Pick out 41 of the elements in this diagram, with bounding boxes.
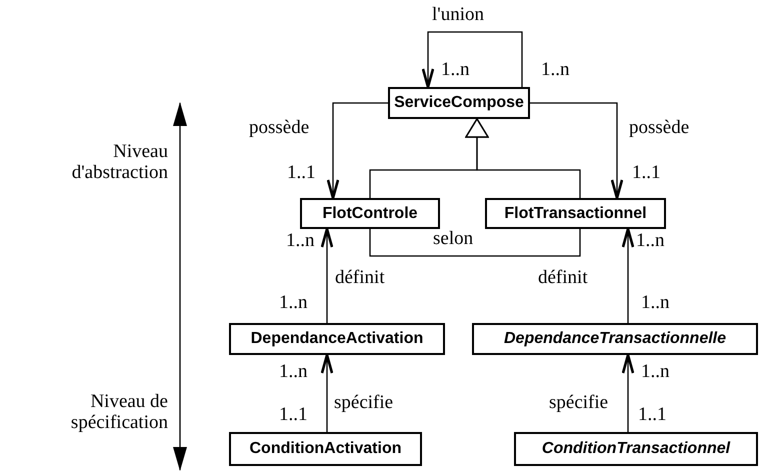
class-box (388, 87, 530, 119)
multiplicity-label: 1..n (441, 60, 470, 81)
class-box (300, 198, 440, 229)
association-arrow (422, 31, 523, 88)
class-name: FlotControle (322, 204, 418, 222)
multiplicity-label: 1..n (286, 231, 314, 252)
class-name: DependanceTransactionnelle (504, 330, 726, 348)
association-arrow (326, 102, 388, 200)
edge-label: possède (248, 118, 310, 139)
multiplicity-label: 1..n (641, 362, 670, 383)
association-arrow (622, 354, 634, 432)
edge-label: spécifie (548, 393, 610, 414)
class-name: ServiceCompose (394, 94, 524, 112)
class-box (485, 198, 666, 229)
edge-label: spécifie (333, 393, 394, 414)
class-box (229, 323, 445, 355)
multiplicity-label: 1..1 (632, 163, 660, 184)
class-name: FlotTransactionnel (504, 204, 647, 222)
association-arrow (320, 354, 334, 432)
multiplicity-label: 1..n (636, 231, 664, 252)
multiplicity-label: 1..n (541, 60, 570, 81)
class-name: ConditionActivation (250, 440, 402, 458)
association-arrow (320, 228, 334, 323)
class-box (229, 432, 422, 466)
association-arrow (530, 102, 624, 200)
class-name: DependanceActivation (250, 330, 424, 348)
class-box (514, 432, 758, 466)
edge-label: possède (628, 118, 690, 139)
multiplicity-label: 1..n (279, 293, 308, 314)
class-name: ConditionTransactionnel (542, 440, 730, 458)
generalization-arrow (465, 118, 581, 198)
association-arrow (622, 228, 634, 323)
association-line (369, 229, 581, 257)
level-label: Niveau d'abstraction (70, 142, 168, 184)
class-box (472, 323, 758, 355)
multiplicity-label: 1..1 (638, 405, 666, 426)
multiplicity-label: 1..1 (279, 405, 308, 426)
level-label: Niveau de spécification (70, 392, 168, 434)
multiplicity-label: 1..n (279, 362, 308, 383)
multiplicity-label: 1..1 (287, 163, 316, 184)
multiplicity-label: 1..n (641, 293, 670, 314)
